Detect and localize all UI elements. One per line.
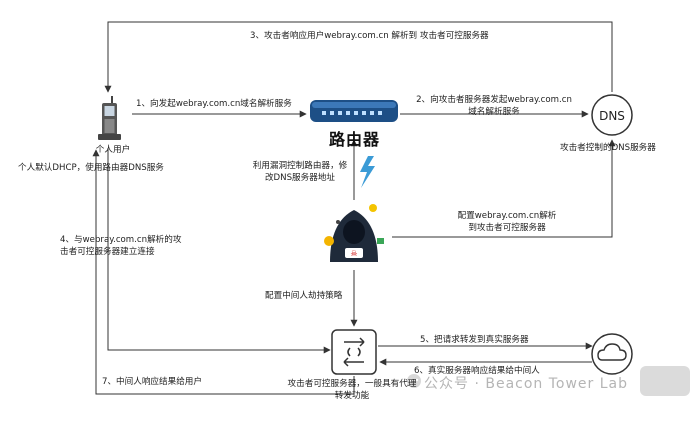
proxy-server-icon <box>331 329 377 375</box>
logo-icon <box>640 366 690 396</box>
step6-label: 6、真实服务器响应结果给中间人 <box>414 366 540 376</box>
step2-label: 2、向攻击者服务器发起webray.com.cn 域名解析服务 <box>416 95 572 117</box>
dns-icon-label: DNS <box>599 109 625 123</box>
hacker-icon: ☠ <box>324 204 384 262</box>
arrow-config-dns <box>392 139 616 238</box>
exploit-router-note: 利用漏洞控制路由器，修 改DNS服务器地址 <box>252 161 348 183</box>
watermark-text: 公众号 · Beacon Tower Lab <box>424 376 629 392</box>
router-label: 路由器 <box>329 130 381 149</box>
arrow-step4 <box>107 148 331 354</box>
step7-label: 7、中间人响应结果给用户 <box>102 377 202 387</box>
dns-server-label: 攻击者控制的DNS服务器 <box>560 143 656 153</box>
user-default-note: 个人默认DHCP，使用路由器DNS服务 <box>18 163 164 173</box>
wechat-icon <box>407 374 421 388</box>
config-dns-note: 配置webray.com.cn解析 到攻击者可控服务器 <box>457 211 557 233</box>
config-mitm-note: 配置中间人劫持策略 <box>265 291 343 301</box>
dns-server-icon: DNS <box>591 94 633 136</box>
svg-text:☠: ☠ <box>350 249 357 258</box>
router-icon <box>310 100 398 122</box>
user-label: 个人用户 <box>95 145 131 155</box>
step3-label: 3、攻击者响应用户webray.com.cn 解析到 攻击者可控服务器 <box>250 31 489 41</box>
arrow-step7 <box>92 149 355 395</box>
lightning-icon <box>360 156 375 188</box>
step1-label: 1、向发起webray.com.cn域名解析服务 <box>136 99 292 109</box>
cloud-server-icon <box>591 333 633 375</box>
step5-label: 5、把请求转发到真实服务器 <box>420 335 529 345</box>
phone-icon <box>98 96 121 140</box>
proxy-server-label: 攻击者可控服务器，一般具有代理 转发功能 <box>287 379 417 401</box>
step4-label: 4、与webray.com.cn解析的攻 击者可控服务器建立连接 <box>60 235 182 257</box>
arrow-step3 <box>104 21 613 93</box>
